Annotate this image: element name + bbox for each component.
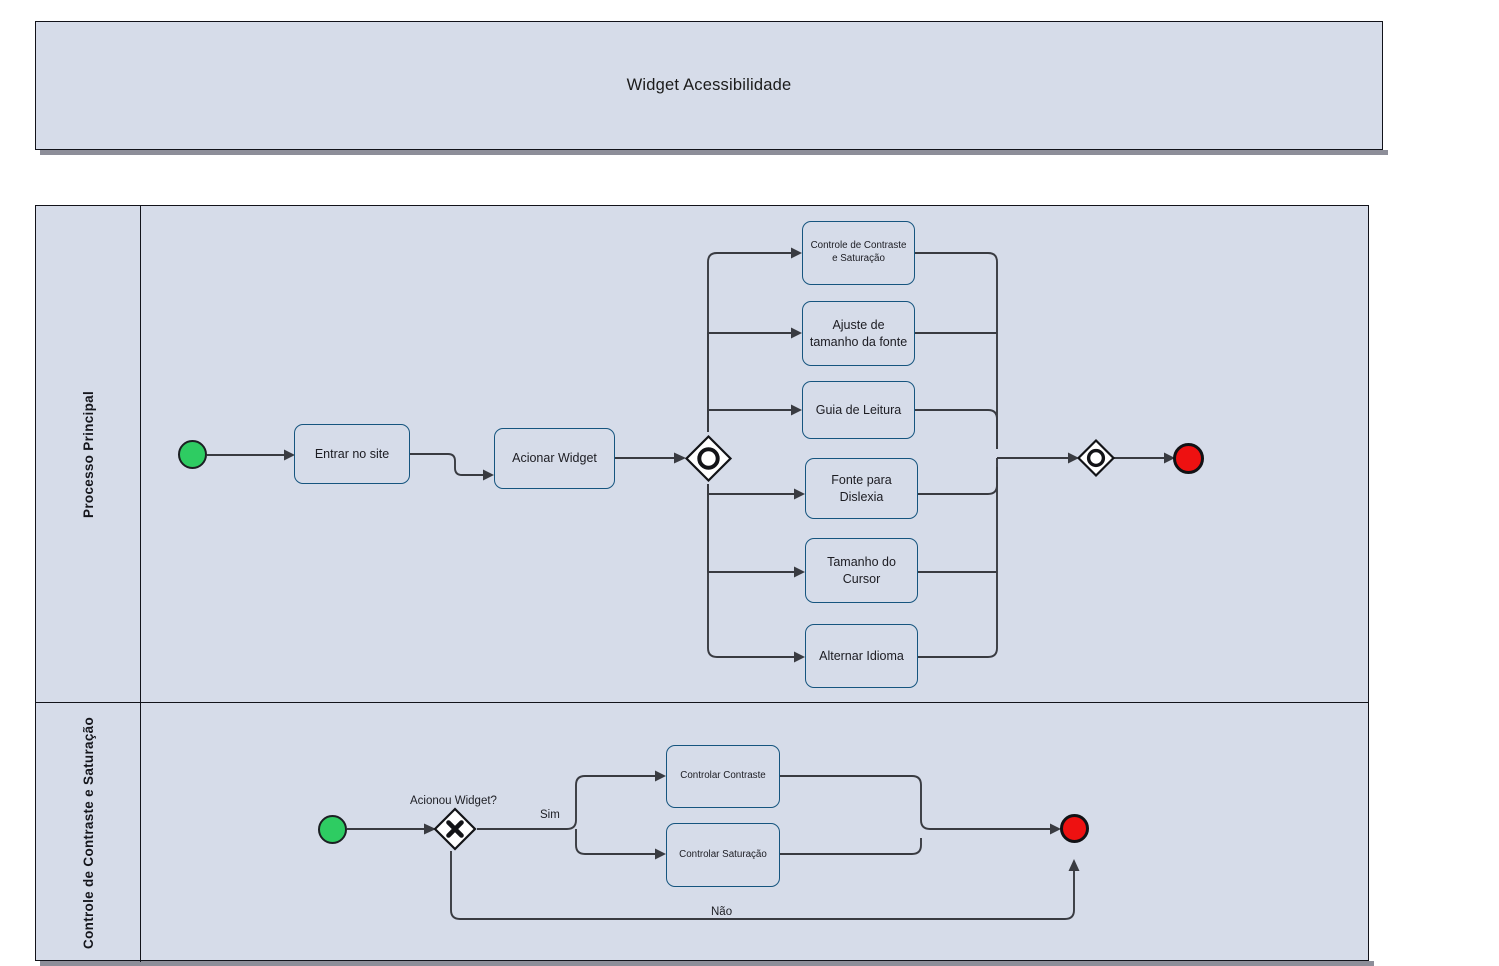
task-acionar-widget[interactable]: Acionar Widget	[494, 428, 615, 489]
task-acionar-widget-label: Acionar Widget	[512, 451, 597, 466]
lane-processo-principal[interactable]: Processo Principal	[36, 206, 1368, 703]
start-event-processo-principal[interactable]	[178, 440, 207, 469]
end-event-controle-contraste[interactable]	[1060, 814, 1089, 843]
task-controle-de-contraste-e-saturacao-label: Controle de Contraste e Saturação	[810, 240, 907, 264]
task-tamanho-do-cursor-label: Tamanho do Cursor	[827, 555, 896, 586]
gateway-inclusive-split[interactable]	[684, 434, 733, 483]
gateway-label-acionou-widget: Acionou Widget?	[410, 795, 497, 807]
lane-header-processo-principal: Processo Principal	[36, 206, 141, 702]
task-fonte-para-dislexia[interactable]: Fonte para Dislexia	[805, 458, 918, 519]
lane-controle-contraste-saturacao[interactable]: Controle de Contraste e Saturação	[36, 703, 1368, 962]
task-guia-de-leitura-label: Guia de Leitura	[815, 402, 902, 417]
task-controle-de-contraste-e-saturacao[interactable]: Controle de Contraste e Saturação	[802, 221, 915, 285]
task-controlar-contraste[interactable]: Controlar Contraste	[666, 745, 780, 808]
title-pool-label: Widget Acessibilidade	[626, 76, 792, 94]
task-guia-de-leitura[interactable]: Guia de Leitura	[802, 381, 915, 439]
task-tamanho-do-cursor[interactable]: Tamanho do Cursor	[805, 538, 918, 603]
end-event-processo-principal[interactable]	[1173, 443, 1204, 474]
task-controlar-saturacao[interactable]: Controlar Saturação	[666, 823, 780, 887]
edge-label-nao: Não	[711, 906, 733, 918]
title-pool-shadow	[40, 150, 1388, 155]
task-alternar-idioma[interactable]: Alternar Idioma	[805, 624, 918, 688]
gateway-exclusive-acionou-widget[interactable]	[433, 807, 477, 851]
gateway-inclusive-join[interactable]	[1076, 438, 1116, 478]
task-entrar-no-site[interactable]: Entrar no site	[294, 424, 410, 484]
task-alternar-idioma-label: Alternar Idioma	[819, 648, 904, 663]
lane-header-controle-contraste-saturacao: Controle de Contraste e Saturação	[36, 703, 141, 962]
task-fonte-para-dislexia-label: Fonte para Dislexia	[831, 473, 892, 504]
task-ajuste-de-tamanho-da-fonte[interactable]: Ajuste de tamanho da fonte	[802, 301, 915, 366]
task-controlar-contraste-label: Controlar Contraste	[680, 770, 766, 782]
lane-label-processo-principal: Processo Principal	[80, 390, 96, 518]
title-pool[interactable]: Widget Acessibilidade	[35, 21, 1383, 150]
edge-label-sim: Sim	[540, 809, 560, 821]
task-entrar-no-site-label: Entrar no site	[314, 446, 390, 461]
task-controlar-saturacao-label: Controlar Saturação	[679, 848, 767, 860]
start-event-controle-contraste[interactable]	[318, 815, 347, 844]
lane-label-controle-contraste-saturacao: Controle de Contraste e Saturação	[80, 716, 96, 949]
task-ajuste-de-tamanho-da-fonte-label: Ajuste de tamanho da fonte	[809, 318, 908, 349]
